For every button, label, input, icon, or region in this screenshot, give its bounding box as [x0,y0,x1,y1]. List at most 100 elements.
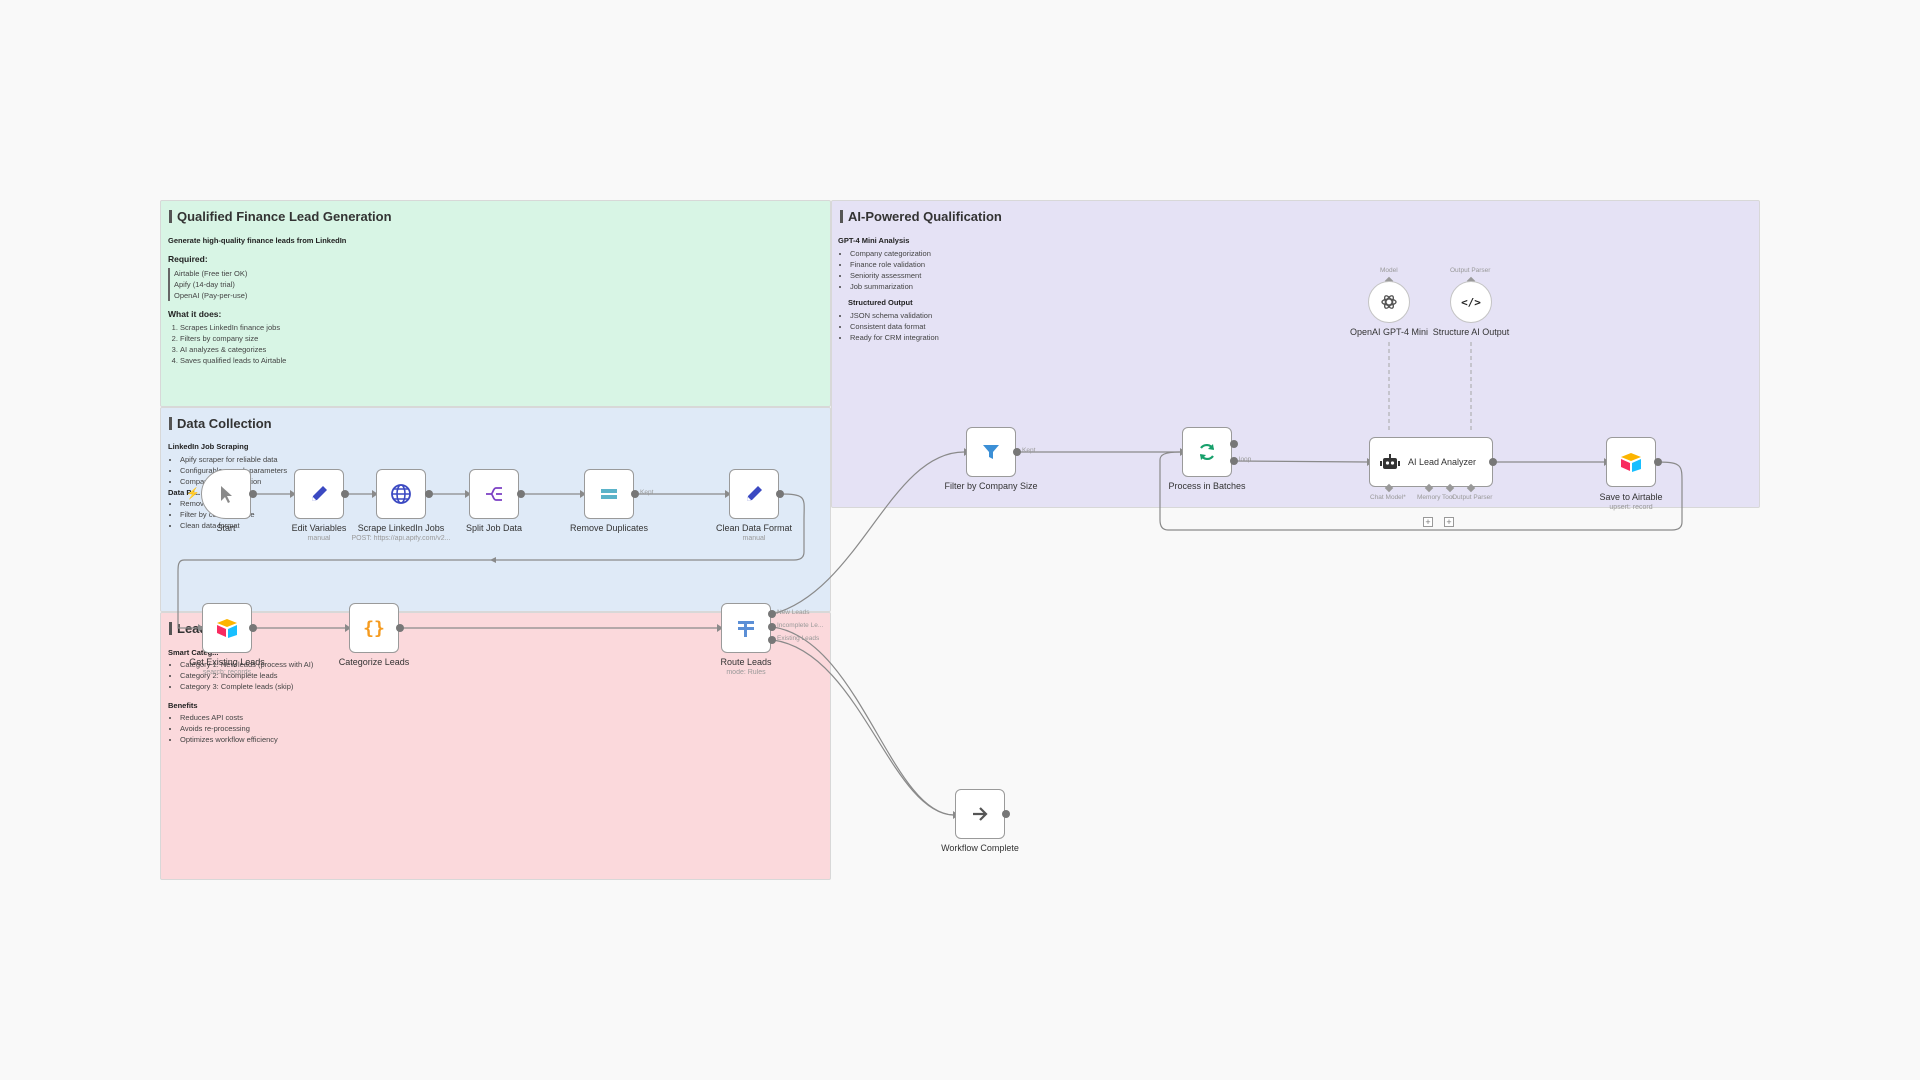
port-out[interactable] [517,490,525,498]
collection-item: Remove... [180,498,287,509]
node-split-label: Split Job Data [465,523,523,533]
collection-heading: LinkedIn Job Scraping [168,442,249,451]
node-get-existing-label: Get Existing Leads [189,657,265,667]
port-out-incomplete[interactable] [768,623,776,631]
port-out-new[interactable] [768,610,776,618]
edge-loop-back [177,493,805,629]
edge-loop [1234,460,1368,463]
node-start[interactable] [201,469,251,519]
route-output-label: Existing Leads [777,635,820,642]
what-item: Filters by company size [180,333,346,344]
filter-out-label: Kept [1022,447,1036,454]
lead-item: Category 1: New leads (process with AI) [180,659,313,670]
filter-icon [983,445,999,459]
ai-heading: Structured Output [848,298,913,307]
route-output-label: New Leads [777,609,810,616]
port-out[interactable] [396,624,404,632]
node-structure-ai-output[interactable]: </> [1450,281,1492,323]
node-save-sub: upsert: record [1609,504,1653,511]
node-clean-data-format[interactable] [729,469,779,519]
openai-top-label: Model [1380,267,1398,274]
node-split-job-data[interactable] [469,469,519,519]
node-workflow-complete[interactable] [955,789,1005,839]
robot-icon [1380,454,1400,469]
port-out-existing[interactable] [768,636,776,644]
sticky-collection-title: Data Collection [177,416,272,431]
port-out[interactable] [776,490,784,498]
port-out[interactable] [1654,458,1662,466]
node-scrape-sub: POST: https://api.apify.com/v2... [351,535,451,542]
node-save-to-airtable[interactable] [1606,437,1656,487]
node-batches-label: Process in Batches [1168,481,1246,491]
batches-out-label: loop [1239,456,1252,463]
node-remove-duplicates[interactable] [584,469,634,519]
edge-existing [772,639,954,816]
port-out-done[interactable] [1230,440,1238,448]
sticky-qualified-subtitle: Generate high-quality finance leads from… [168,236,347,245]
node-clean-sub: manual [742,535,766,542]
ai-item: Consistent data format [850,321,939,332]
airtable-icon [1621,453,1641,472]
required-item: Apify (14-day trial) [168,279,346,290]
ai-item: Ready for CRM integration [850,332,939,343]
arrow-right-icon [973,807,988,821]
port-out[interactable] [425,490,433,498]
collection-item: Clean data format [180,520,287,531]
node-process-in-batches[interactable] [1182,427,1232,477]
what-item: Saves qualified leads to Airtable [180,355,346,366]
lead-item: Category 2: Incomplete leads [180,670,313,681]
split-icon [486,487,502,501]
port-out[interactable] [1002,810,1010,818]
what-item: AI analyzes & categorizes [180,344,346,355]
analyzer-port-label: Tool [1442,494,1454,501]
lead-item: Category 3: Complete leads (skip) [180,681,313,692]
port-out[interactable] [249,624,257,632]
sticky-qualified-title: Qualified Finance Lead Generation [177,209,392,224]
port-out[interactable] [249,490,257,498]
node-get-existing-leads[interactable] [202,603,252,653]
code-braces-icon: {} [363,617,385,639]
edge-incomplete [772,626,954,816]
node-scrape-linkedin-jobs[interactable] [376,469,426,519]
sticky-qualified[interactable]: Qualified Finance Lead Generation Genera… [160,200,831,407]
node-structure-label: Structure AI Output [1432,327,1510,337]
loop-icon [1200,443,1214,461]
node-route-sub: mode: Rules [726,669,766,676]
port-out[interactable] [631,490,639,498]
node-filter-company-size[interactable] [966,427,1016,477]
port-out-loop[interactable] [1230,457,1238,465]
lead-heading: Benefits [168,701,198,710]
lead-heading: Smart Categ... [168,648,219,657]
code-tag-icon: </> [1461,295,1481,309]
node-edit-variables[interactable] [294,469,344,519]
analyzer-port-label: Memory [1417,494,1441,501]
node-start-label: Start [216,523,236,533]
node-ai-lead-analyzer[interactable]: AI Lead Analyzer [1369,437,1493,487]
edge-new-leads [772,451,965,615]
required-item: Airtable (Free tier OK) [168,268,346,279]
port-out[interactable] [1013,448,1021,456]
ai-item: JSON schema validation [850,310,939,321]
cursor-icon [221,486,232,503]
ai-heading: GPT-4 Mini Analysis [838,236,910,245]
pencil-icon [747,486,762,501]
required-label: Required: [168,254,208,264]
lead-item: Optimizes workflow efficiency [180,734,313,745]
analyzer-port-label: Chat Model* [1370,494,1406,501]
ai-item: Company categorization [850,248,939,259]
node-openai-gpt4-mini[interactable] [1368,281,1410,323]
node-route-leads[interactable] [721,603,771,653]
collection-item: Apify scraper for reliable data [180,454,287,465]
node-analyzer-label: AI Lead Analyzer [1408,457,1477,467]
ai-item: Seniority assessment [850,270,939,281]
node-categorize-leads[interactable]: {} [349,603,399,653]
node-filter-label: Filter by Company Size [944,481,1038,491]
add-memory-button[interactable]: + [1423,517,1433,527]
lead-item: Reduces API costs [180,712,313,723]
add-tool-button[interactable]: + [1444,517,1454,527]
collection-heading: Data Pr... [168,488,201,497]
port-out[interactable] [341,490,349,498]
node-edit-variables-label: Edit Variables [291,523,347,533]
port-out[interactable] [1489,458,1497,466]
